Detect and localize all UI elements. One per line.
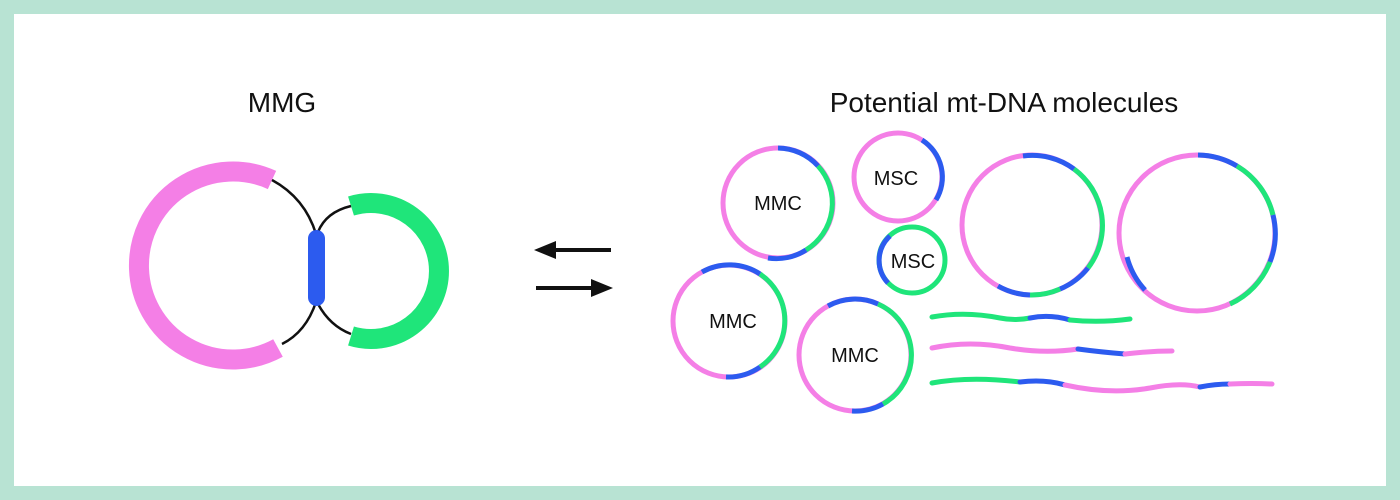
arrow-left bbox=[534, 241, 611, 259]
equilibrium-arrows bbox=[534, 241, 613, 297]
mmg-connector-bottom-right bbox=[316, 303, 352, 336]
mmc-label-top: MMC bbox=[754, 193, 802, 215]
mmc-circle-bottom-left: MMC bbox=[670, 262, 788, 380]
msc-circle-mid: MSC bbox=[876, 224, 948, 296]
diagram-svg: MMG Potential mt-DNA molecules MMC bbox=[129, 87, 1278, 414]
mmg-magenta-arc bbox=[129, 161, 283, 370]
right-title: Potential mt-DNA molecules bbox=[830, 87, 1179, 118]
left-title: MMG bbox=[248, 87, 316, 118]
linear-molecule-1 bbox=[929, 311, 1133, 324]
mmc-label-bottom-center: MMC bbox=[831, 345, 879, 367]
msc-circle-top: MSC bbox=[851, 130, 945, 224]
msc-label-mid: MSC bbox=[891, 251, 935, 273]
arrow-right bbox=[536, 279, 613, 297]
mmc-circle-top: MMC bbox=[720, 145, 836, 262]
diagram-canvas: MMG Potential mt-DNA molecules MMC bbox=[14, 14, 1386, 486]
mmg-connector-bottom-left bbox=[281, 301, 318, 346]
mmg-connector-top-right bbox=[316, 204, 352, 233]
large-circle-2 bbox=[1116, 152, 1278, 314]
linear-molecule-3 bbox=[929, 376, 1275, 394]
msc-label-top: MSC bbox=[874, 168, 918, 190]
mmg-connector-top-left bbox=[271, 178, 318, 235]
mmg-green-arc bbox=[348, 193, 449, 349]
mmg-blue-segment bbox=[308, 230, 325, 306]
mmg-structure bbox=[129, 161, 449, 370]
linear-molecule-2 bbox=[929, 341, 1175, 357]
mmc-circle-bottom-center: MMC bbox=[796, 296, 914, 414]
large-circle-1 bbox=[959, 152, 1105, 298]
mmc-label-bottom-left: MMC bbox=[709, 311, 757, 333]
